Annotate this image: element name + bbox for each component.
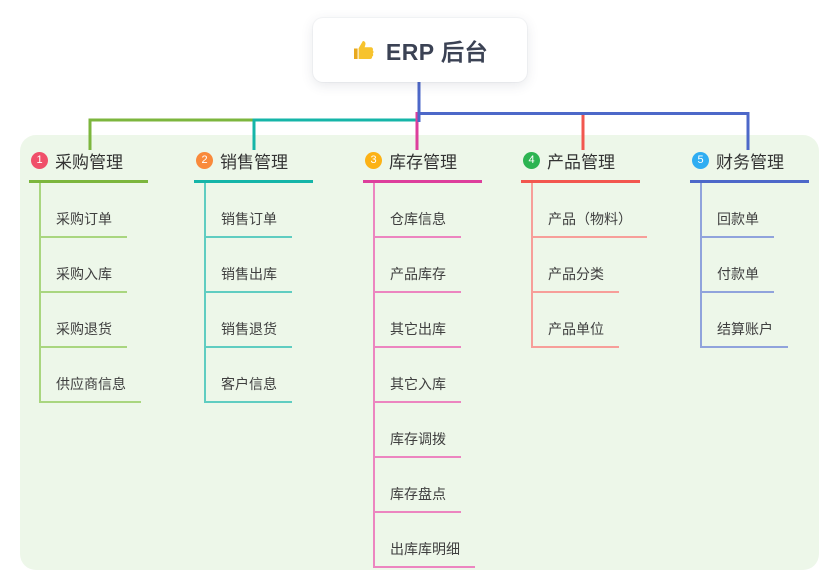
child-node: 其它出库 [373, 293, 482, 348]
branch-children: 回款单付款单结算账户 [690, 183, 809, 348]
root-node-erp[interactable]: ERP 后台 [313, 18, 527, 82]
branch-number-badge: 3 [365, 152, 382, 169]
child-node: 销售退货 [204, 293, 313, 348]
branch-title-4[interactable]: 4 产品管理 [521, 146, 640, 183]
child-node-label[interactable]: 供应商信息 [39, 374, 141, 403]
branch-number-badge: 1 [31, 152, 48, 169]
branch-number-badge: 2 [196, 152, 213, 169]
child-node-label[interactable]: 出库库明细 [373, 539, 475, 568]
branch-title-3[interactable]: 3 库存管理 [363, 146, 482, 183]
branch-title-5[interactable]: 5 财务管理 [690, 146, 809, 183]
child-node: 其它入库 [373, 348, 482, 403]
child-node-label[interactable]: 库存盘点 [373, 484, 461, 513]
child-node: 客户信息 [204, 348, 313, 403]
branch-children: 产品（物料） 产品分类产品单位 [521, 183, 647, 348]
child-node: 库存调拨 [373, 403, 482, 458]
child-node-label[interactable]: 其它出库 [373, 319, 461, 348]
child-node: 付款单 [700, 238, 809, 293]
branch-number-badge: 5 [692, 152, 709, 169]
branch-1: 1 采购管理采购订单采购入库采购退货供应商信息 [29, 146, 148, 403]
child-node-label[interactable]: 采购入库 [39, 264, 127, 293]
child-node-label[interactable]: 客户信息 [204, 374, 292, 403]
child-node: 采购入库 [39, 238, 148, 293]
branch-title-2[interactable]: 2 销售管理 [194, 146, 313, 183]
child-node-label[interactable]: 产品库存 [373, 264, 461, 293]
branch-trunk-line [531, 183, 533, 348]
branch-title-label: 采购管理 [55, 153, 123, 172]
child-node: 产品分类 [531, 238, 647, 293]
branch-title-label: 库存管理 [389, 153, 457, 172]
branch-children: 销售订单销售出库销售退货客户信息 [194, 183, 313, 403]
child-node-label[interactable]: 采购退货 [39, 319, 127, 348]
branch-title-1[interactable]: 1 采购管理 [29, 146, 148, 183]
child-node: 库存盘点 [373, 458, 482, 513]
branch-3: 3 库存管理仓库信息产品库存其它出库其它入库库存调拨库存盘点出库库明细 [363, 146, 482, 568]
child-node: 销售订单 [204, 183, 313, 238]
child-node-label[interactable]: 回款单 [700, 209, 774, 238]
child-node: 结算账户 [700, 293, 809, 348]
branch-children: 采购订单采购入库采购退货供应商信息 [29, 183, 148, 403]
root-node-title: ERP 后台 [385, 39, 489, 65]
child-node-label[interactable]: 产品（物料） [531, 209, 647, 238]
child-node: 产品单位 [531, 293, 647, 348]
branch-trunk-line [204, 183, 206, 403]
branch-trunk-line [39, 183, 41, 403]
child-node-label[interactable]: 其它入库 [373, 374, 461, 403]
child-node-label[interactable]: 库存调拨 [373, 429, 461, 458]
child-node: 供应商信息 [39, 348, 148, 403]
connector-lines [88, 82, 750, 150]
branches-background-panel [20, 135, 819, 570]
child-node: 采购订单 [39, 183, 148, 238]
child-node-label[interactable]: 销售退货 [204, 319, 292, 348]
branch-2: 2 销售管理销售订单销售出库销售退货客户信息 [194, 146, 313, 403]
thumbs-up-icon [353, 41, 374, 59]
branch-children: 仓库信息产品库存其它出库其它入库库存调拨库存盘点出库库明细 [363, 183, 482, 568]
child-node: 产品库存 [373, 238, 482, 293]
child-node-label[interactable]: 仓库信息 [373, 209, 461, 238]
child-node: 产品（物料） [531, 183, 647, 238]
branch-5: 5 财务管理回款单付款单结算账户 [690, 146, 809, 348]
branch-trunk-line [700, 183, 702, 348]
child-node: 采购退货 [39, 293, 148, 348]
child-node: 仓库信息 [373, 183, 482, 238]
child-node-label[interactable]: 结算账户 [700, 319, 788, 348]
branch-trunk-line [373, 183, 375, 568]
child-node: 出库库明细 [373, 513, 482, 568]
child-node: 回款单 [700, 183, 809, 238]
child-node-label[interactable]: 产品分类 [531, 264, 619, 293]
child-node-label[interactable]: 付款单 [700, 264, 774, 293]
child-node-label[interactable]: 产品单位 [531, 319, 619, 348]
branch-title-label: 销售管理 [220, 153, 288, 172]
child-node: 销售出库 [204, 238, 313, 293]
child-node-label[interactable]: 销售订单 [204, 209, 292, 238]
branch-title-label: 财务管理 [716, 153, 784, 172]
child-node-label[interactable]: 销售出库 [204, 264, 292, 293]
branch-number-badge: 4 [523, 152, 540, 169]
branch-4: 4 产品管理产品（物料） 产品分类产品单位 [521, 146, 647, 348]
branch-title-label: 产品管理 [547, 153, 615, 172]
child-node-label[interactable]: 采购订单 [39, 209, 127, 238]
